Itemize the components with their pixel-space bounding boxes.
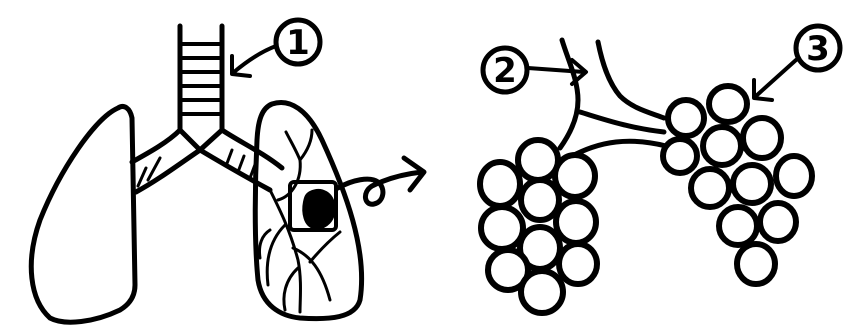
alveolus [559, 244, 597, 284]
alveolus [737, 244, 775, 284]
alveolar-duct-left [560, 40, 578, 148]
alveoli-illustration: 2 3 [480, 26, 840, 313]
dark-cluster [303, 190, 334, 228]
callout-1-pointer [234, 46, 276, 72]
alveolus [760, 203, 796, 241]
callout-1-label: 1 [286, 23, 310, 63]
alveolus [719, 207, 757, 245]
callout-2-pointer [528, 68, 584, 72]
alveolar-sac-right [663, 86, 812, 284]
alveolus [709, 86, 747, 122]
alveolus [691, 169, 729, 207]
lungs-illustration: 1 [31, 20, 424, 322]
left-lung [31, 106, 135, 322]
alveolus [668, 100, 704, 136]
alveolus [743, 118, 781, 158]
alveolus [481, 207, 523, 249]
alveolus [480, 162, 520, 206]
alveolus [521, 180, 559, 220]
alveolus [518, 140, 558, 180]
alveolar-duct-right [598, 42, 664, 118]
callout-2-label: 2 [493, 51, 517, 91]
alveolus [556, 201, 596, 243]
alveolus [521, 271, 563, 313]
alveolus [776, 156, 812, 196]
alveolar-sac-left [480, 140, 597, 313]
connecting-bronchiole-lower [572, 141, 666, 156]
alveolus [555, 155, 595, 197]
callout-3-pointer [756, 60, 796, 96]
alveolus [703, 127, 741, 165]
callout-3-label: 3 [806, 29, 830, 69]
alveolus [663, 139, 697, 173]
trachea-rings [180, 44, 222, 114]
left-bronchus [132, 130, 200, 192]
alveolus [733, 165, 771, 203]
